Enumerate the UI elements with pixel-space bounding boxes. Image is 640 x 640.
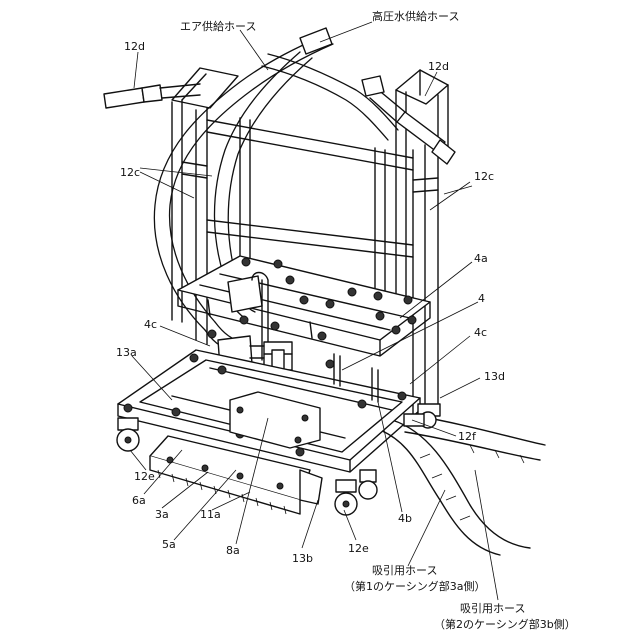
label-suction-hose-1: 吸引用ホース	[372, 563, 437, 577]
label-suction-hose-2: 吸引用ホース	[460, 601, 525, 615]
label-12f: 12f	[458, 430, 477, 443]
label-suction-hose-2-note: （第2のケーシング部3b側）	[434, 617, 576, 631]
label-4a: 4a	[474, 252, 488, 265]
label-12e-left: 12e	[134, 470, 155, 483]
label-4b: 4b	[398, 512, 412, 525]
label-12e-right: 12e	[348, 542, 369, 555]
label-11a: 11a	[200, 508, 221, 521]
label-4c-right: 4c	[474, 326, 487, 339]
label-13a: 13a	[116, 346, 137, 359]
label-12d-left: 12d	[124, 40, 145, 53]
label-6a: 6a	[132, 494, 146, 507]
middle-frame	[178, 256, 430, 368]
label-5a: 5a	[162, 538, 176, 551]
label-12c-left: 12c	[120, 166, 140, 179]
label-hp-water-hose: 高圧水供給ホース	[372, 9, 459, 23]
label-13d: 13d	[484, 370, 505, 383]
label-13b: 13b	[292, 552, 313, 565]
label-12c-right: 12c	[474, 170, 494, 183]
label-suction-hose-1-note: （第1のケーシング部3a側）	[344, 579, 486, 593]
label-air-hose: エア供給ホース	[180, 19, 256, 33]
label-4c-left: 4c	[144, 318, 157, 331]
label-8a: 8a	[226, 544, 240, 557]
label-3a: 3a	[155, 508, 169, 521]
label-12d-right: 12d	[428, 60, 449, 73]
label-4: 4	[478, 292, 485, 305]
